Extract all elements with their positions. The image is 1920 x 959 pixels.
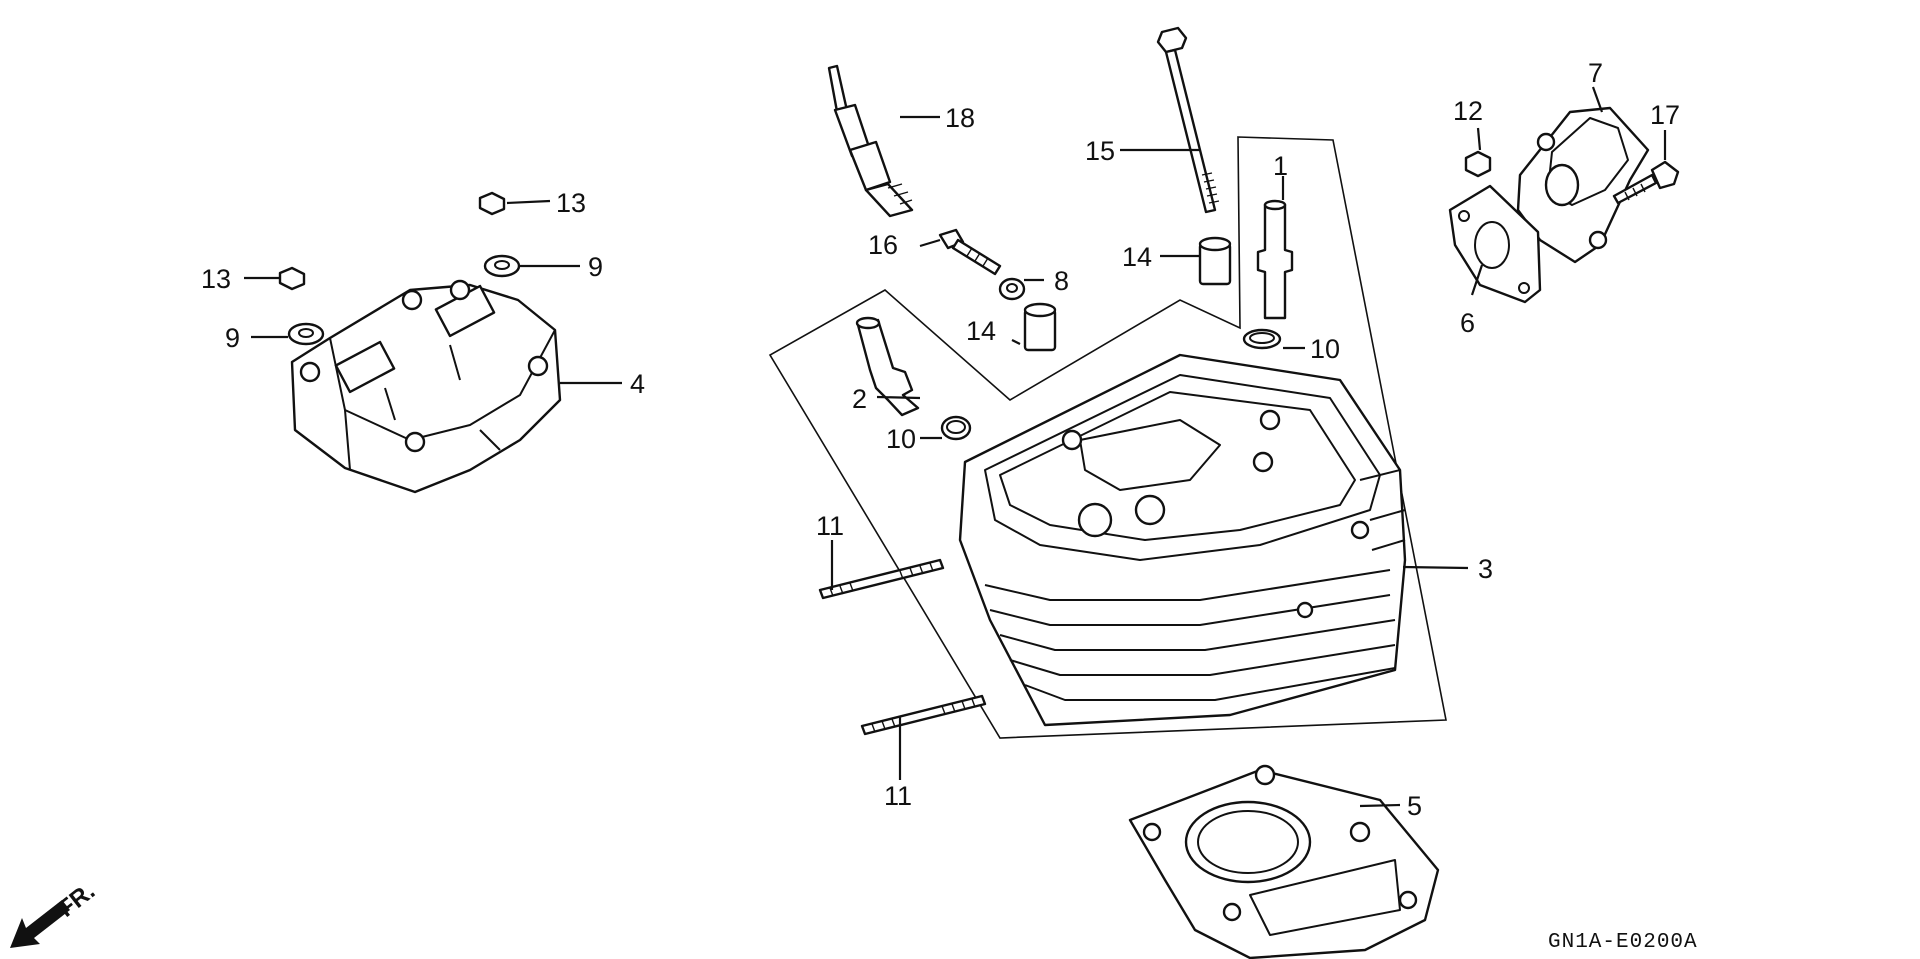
callout-4: 4: [630, 369, 645, 399]
nut-13-lower-part: [278, 266, 306, 291]
callout-15: 15: [1085, 136, 1115, 166]
insulator-7-part: [1516, 106, 1650, 264]
valve-guide-2-part: [855, 316, 920, 417]
dowel-pin-14-lower-part: [1023, 302, 1057, 352]
stud-11-lower-part: [860, 694, 987, 736]
callout-6: 6: [1460, 308, 1475, 338]
callout-7: 7: [1588, 58, 1603, 88]
callout-11a: 11: [816, 511, 844, 541]
spark-plug-18-part: [827, 64, 914, 218]
callout-1: 1: [1273, 151, 1288, 181]
callout-9a: 9: [588, 252, 603, 282]
front-arrow-icon: [10, 900, 70, 948]
group-outline: [768, 136, 1447, 739]
valve-guide-1-part: [1256, 199, 1294, 320]
callout-14a: 14: [1122, 242, 1152, 272]
diagram-code: GN1A-E0200A: [1548, 931, 1698, 954]
callout-13a: 13: [556, 188, 586, 218]
washer-9-lower-part: [287, 322, 325, 346]
callout-10a: 10: [1310, 334, 1340, 364]
rocker-arm-holder-part: [290, 279, 562, 494]
callout-5: 5: [1407, 791, 1422, 821]
callout-8: 8: [1054, 266, 1069, 296]
washer-9-upper-part: [483, 254, 521, 278]
nut-12-part: [1464, 150, 1492, 178]
cylinder-head-part: [958, 353, 1407, 727]
front-direction-marker: FR.: [10, 878, 100, 948]
dowel-pin-14-upper-part: [1198, 236, 1232, 286]
callout-14b: 14: [966, 316, 996, 346]
callout-18: 18: [945, 103, 975, 133]
nut-13-upper-part: [478, 191, 506, 216]
callout-17: 17: [1650, 100, 1680, 130]
callout-12: 12: [1453, 96, 1483, 126]
leader-lines: [244, 86, 1667, 808]
callout-10b: 10: [886, 424, 916, 454]
insulator-gasket-6-part: [1448, 184, 1542, 304]
bolt-16-part: [938, 228, 1002, 276]
bolt-17-part: [1612, 160, 1680, 205]
callout-3: 3: [1478, 554, 1493, 584]
stud-11-upper-part: [818, 558, 945, 600]
callout-2: 2: [852, 384, 867, 414]
callout-16: 16: [868, 230, 898, 260]
callout-9b: 9: [225, 323, 240, 353]
bolt-15-part: [1156, 26, 1220, 214]
callout-13b: 13: [201, 264, 231, 294]
callout-11b: 11: [884, 781, 912, 811]
cylinder-head-gasket-5-part: [1128, 764, 1440, 959]
washer-8-part: [998, 277, 1026, 301]
